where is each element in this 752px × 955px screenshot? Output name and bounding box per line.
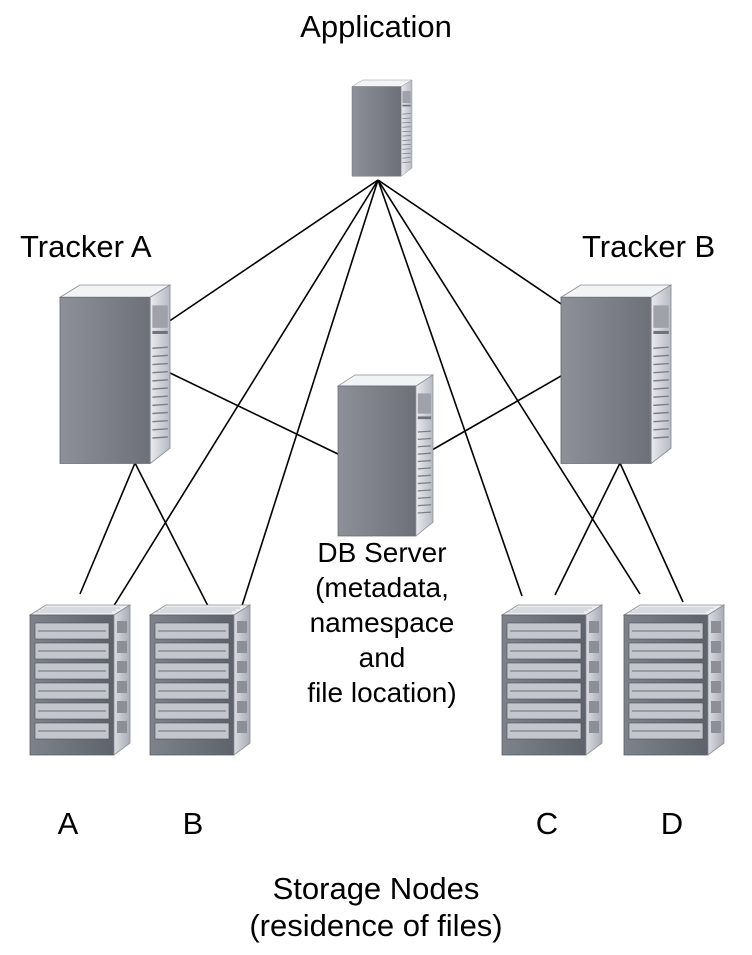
tracker-a-label: Tracker A: [20, 229, 152, 264]
link-tracker-a-node-a: [79, 462, 136, 595]
link-tracker-a-node-b: [134, 462, 209, 607]
link-app-tracker-a: [167, 179, 379, 323]
storage-node-b-icon: [149, 604, 251, 756]
storage-node-a-label: A: [57, 806, 79, 841]
storage-nodes-title: Storage Nodes: [272, 871, 480, 906]
link-app-node-d: [377, 179, 641, 595]
db-server-label-line: file location): [307, 677, 457, 708]
storage-nodes-subtitle: (residence of files): [249, 908, 503, 943]
db-server-label-line: (metadata,: [315, 572, 449, 603]
tracker-a-server-icon: [59, 284, 171, 465]
db-server-label: DB Server (metadata, namespace and file …: [262, 535, 502, 710]
storage-node-b-label: B: [182, 806, 204, 841]
storage-node-d-icon: [623, 604, 725, 756]
storage-node-a-icon: [29, 604, 131, 756]
db-server-label-line: and: [358, 642, 406, 673]
link-app-node-a: [109, 179, 379, 613]
db-server-icon: [337, 374, 434, 537]
link-tracker-b-node-c: [554, 462, 621, 596]
tracker-b-label: Tracker B: [582, 229, 716, 264]
connection-lines: [79, 179, 684, 613]
application-server-icon: [351, 79, 413, 177]
storage-nodes-caption: Storage Nodes (residence of files): [0, 870, 752, 944]
tracker-b-server-icon: [560, 284, 672, 465]
storage-node-d-label: D: [660, 806, 684, 841]
application-label: Application: [300, 9, 452, 44]
db-server-label-line: namespace: [309, 607, 455, 638]
storage-node-c-label: C: [535, 806, 559, 841]
link-tracker-b-db: [431, 371, 569, 451]
db-server-label-line: DB Server: [317, 537, 447, 568]
link-app-node-c: [377, 179, 523, 597]
link-tracker-b-node-d: [619, 462, 684, 603]
link-app-node-b: [239, 179, 379, 613]
link-app-tracker-b: [377, 179, 571, 311]
storage-node-c-icon: [501, 604, 603, 756]
link-tracker-a-db: [167, 371, 341, 456]
